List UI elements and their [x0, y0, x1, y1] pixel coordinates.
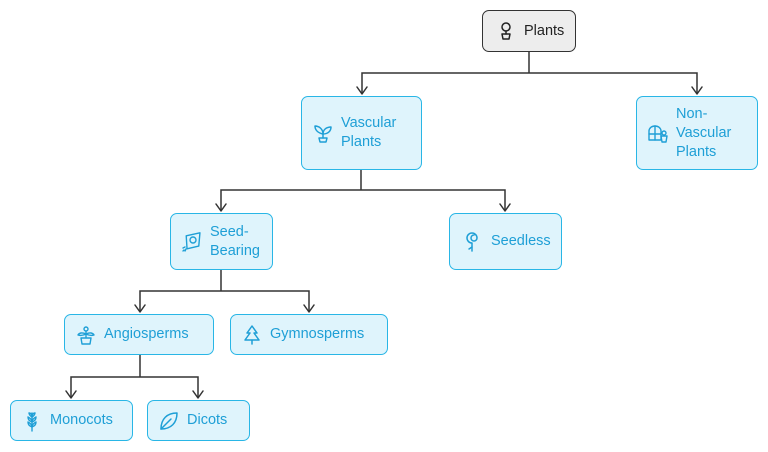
node-dicots: Dicots	[147, 400, 250, 441]
arrowhead	[303, 304, 315, 313]
flower-plant-icon	[75, 324, 97, 346]
arrowhead	[215, 203, 227, 212]
pine-tree-icon	[241, 324, 263, 346]
node-seed-bearing-label: Seed-Bearing	[210, 223, 260, 259]
node-gymnosperms: Gymnosperms	[230, 314, 388, 355]
greenhouse-icon	[647, 122, 669, 144]
node-angiosperms: Angiosperms	[64, 314, 214, 355]
node-seedless: Seedless	[449, 213, 562, 270]
node-angiosperms-label: Angiosperms	[104, 326, 189, 342]
seed-packet-icon	[181, 231, 203, 253]
arrowhead	[192, 390, 204, 399]
arrowhead	[499, 203, 511, 212]
leaf-icon	[158, 410, 180, 432]
sprout-icon	[312, 122, 334, 144]
node-gymnosperms-label: Gymnosperms	[270, 326, 365, 342]
node-seedless-label: Seedless	[491, 233, 551, 249]
arrowhead	[134, 304, 146, 313]
connector-plants-branch	[361, 52, 698, 94]
node-monocots-label: Monocots	[50, 412, 113, 428]
fiddlehead-icon	[462, 231, 484, 253]
connector-seed-bearing-branch	[139, 270, 310, 312]
node-seed-bearing: Seed-Bearing	[170, 213, 273, 270]
connector-angiosperms-branch	[70, 355, 199, 398]
node-plants: Plants	[482, 10, 576, 52]
node-non-vascular-plants-label: Non-Vascular Plants	[676, 105, 732, 160]
node-non-vascular-plants: Non-Vascular Plants	[636, 96, 758, 170]
node-dicots-label: Dicots	[187, 412, 228, 428]
connector-vascular-branch	[220, 170, 506, 211]
arrowhead	[356, 86, 368, 95]
node-plants-label: Plants	[524, 22, 565, 39]
wheat-icon	[21, 410, 43, 432]
node-vascular-plants: Vascular Plants	[301, 96, 422, 170]
arrowhead	[691, 86, 703, 95]
node-vascular-plants-label: Vascular Plants	[341, 115, 397, 150]
node-monocots: Monocots	[10, 400, 133, 441]
potted-plant-icon	[495, 20, 517, 42]
arrowhead	[65, 390, 77, 399]
